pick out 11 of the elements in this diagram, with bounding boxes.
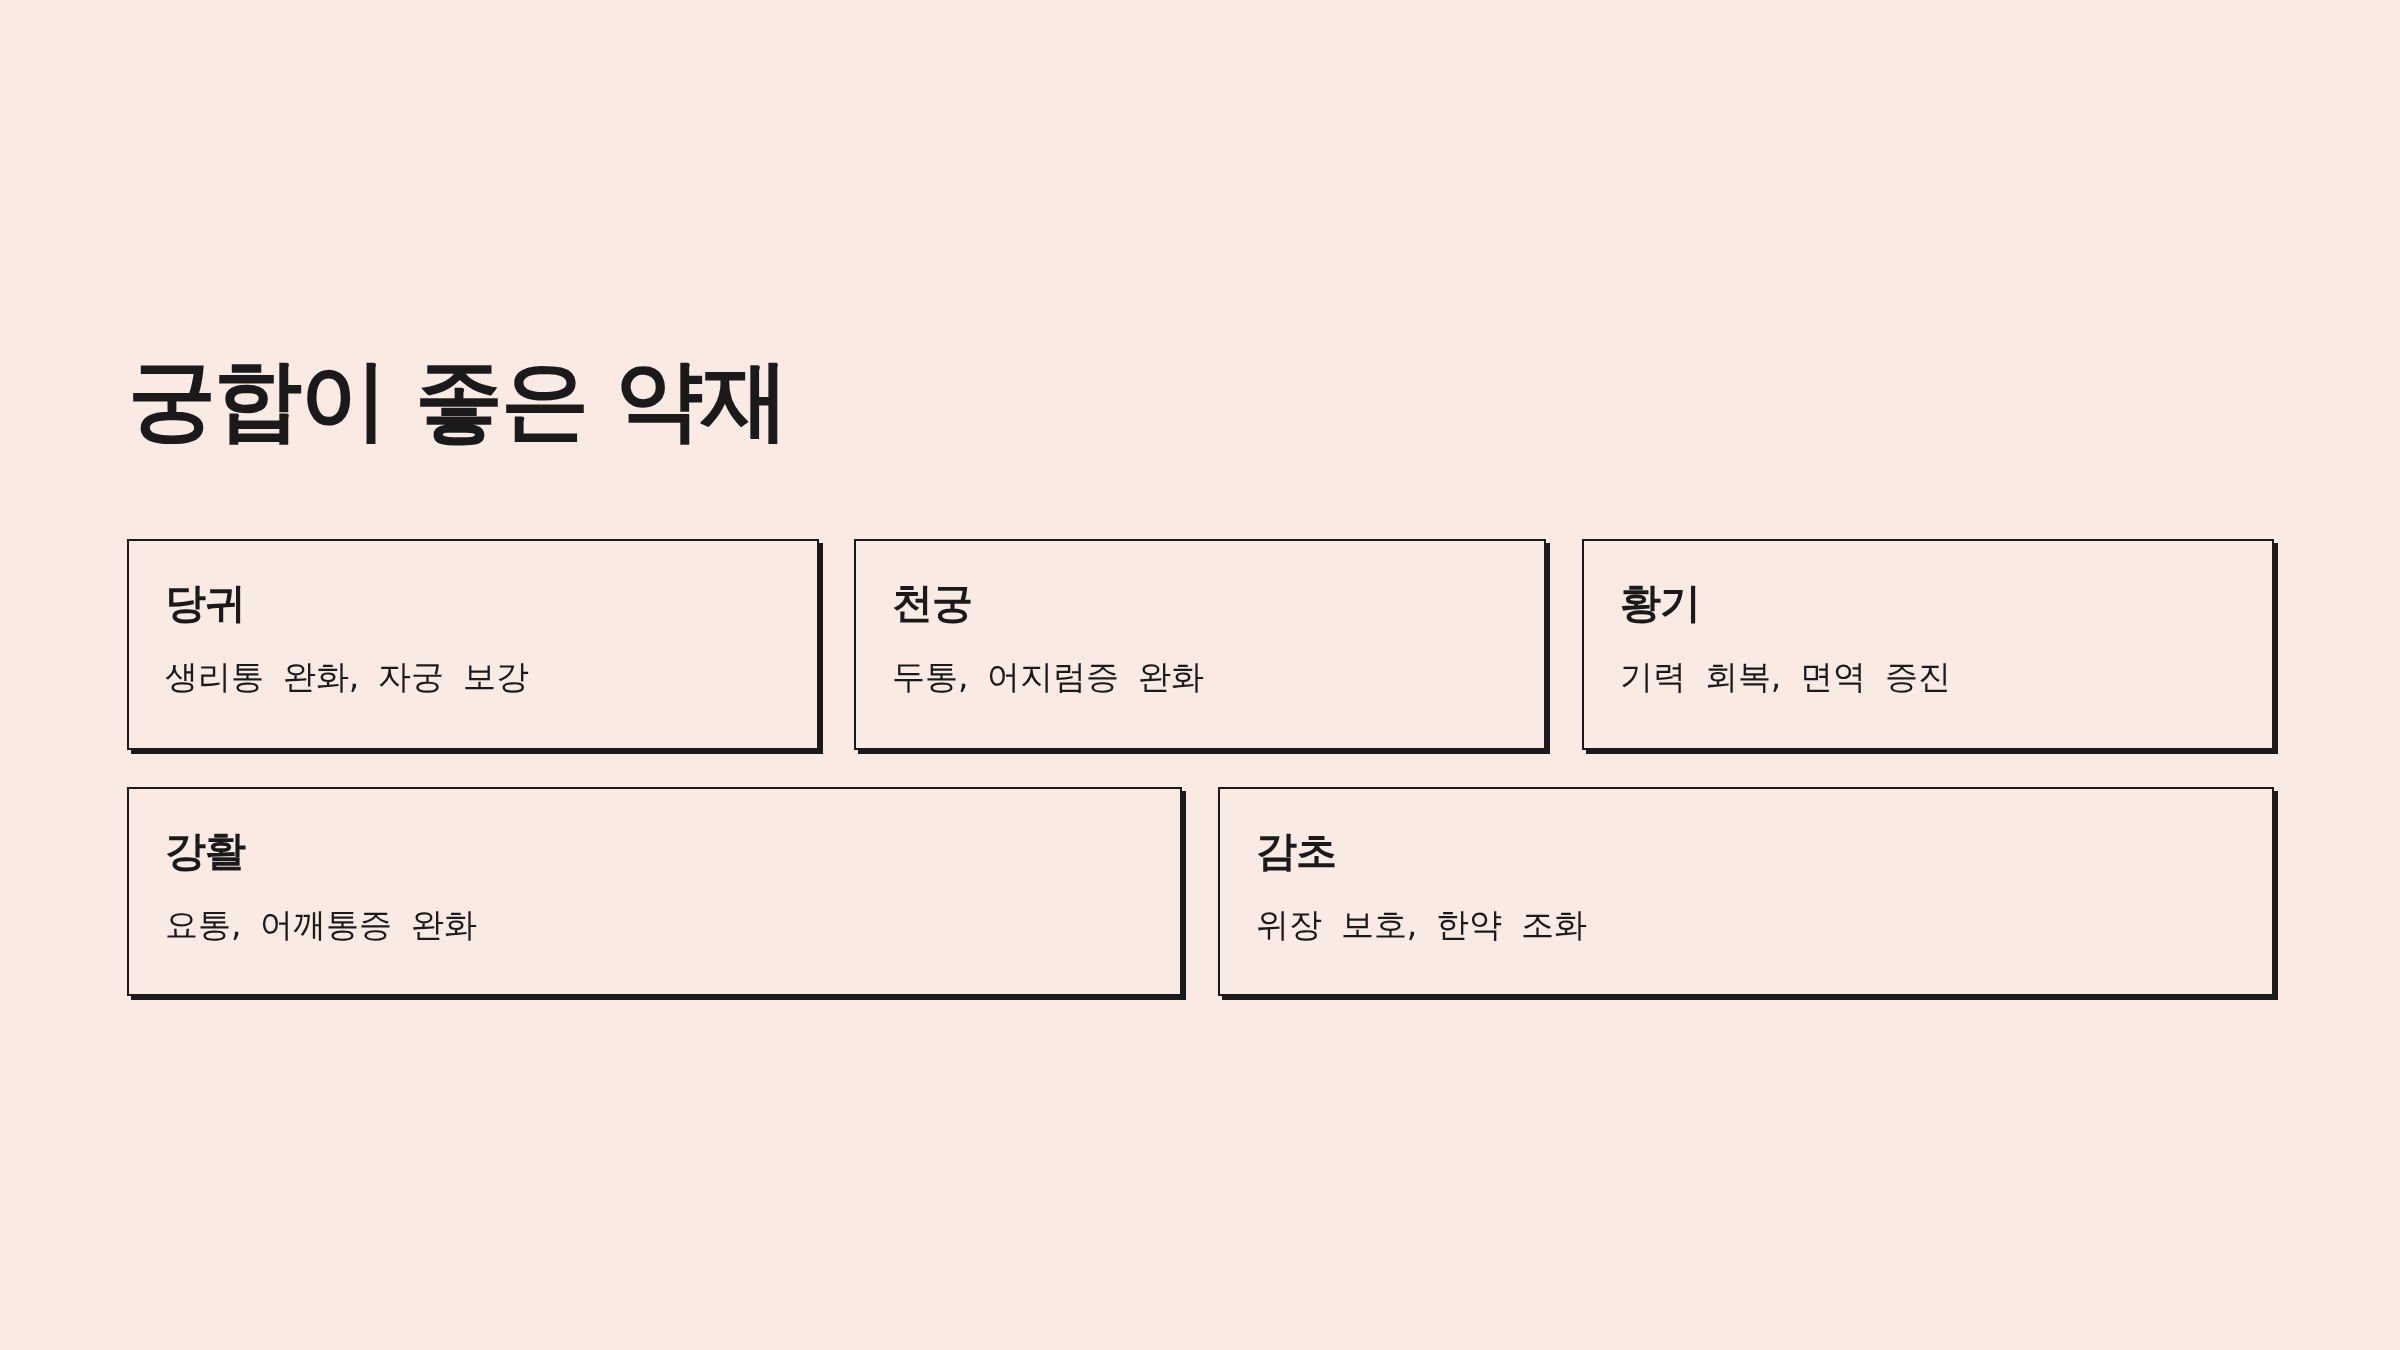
card-text: 두통, 어지럼증 완화	[892, 657, 1204, 697]
card-heading: 황기	[1620, 579, 1700, 629]
card-text: 생리통 완화, 자궁 보강	[165, 657, 529, 697]
card-heading: 강활	[165, 827, 245, 877]
card-heading: 감초	[1256, 827, 1336, 877]
card-text: 요통, 어깨통증 완화	[165, 905, 477, 945]
card-heading: 천궁	[892, 579, 972, 629]
title: 궁합이 좋은 약재	[128, 352, 788, 449]
card-heading: 당귀	[165, 579, 245, 629]
card-text: 위장 보호, 한약 조화	[1256, 905, 1587, 945]
card-text: 기력 회복, 면역 증진	[1620, 657, 1951, 697]
